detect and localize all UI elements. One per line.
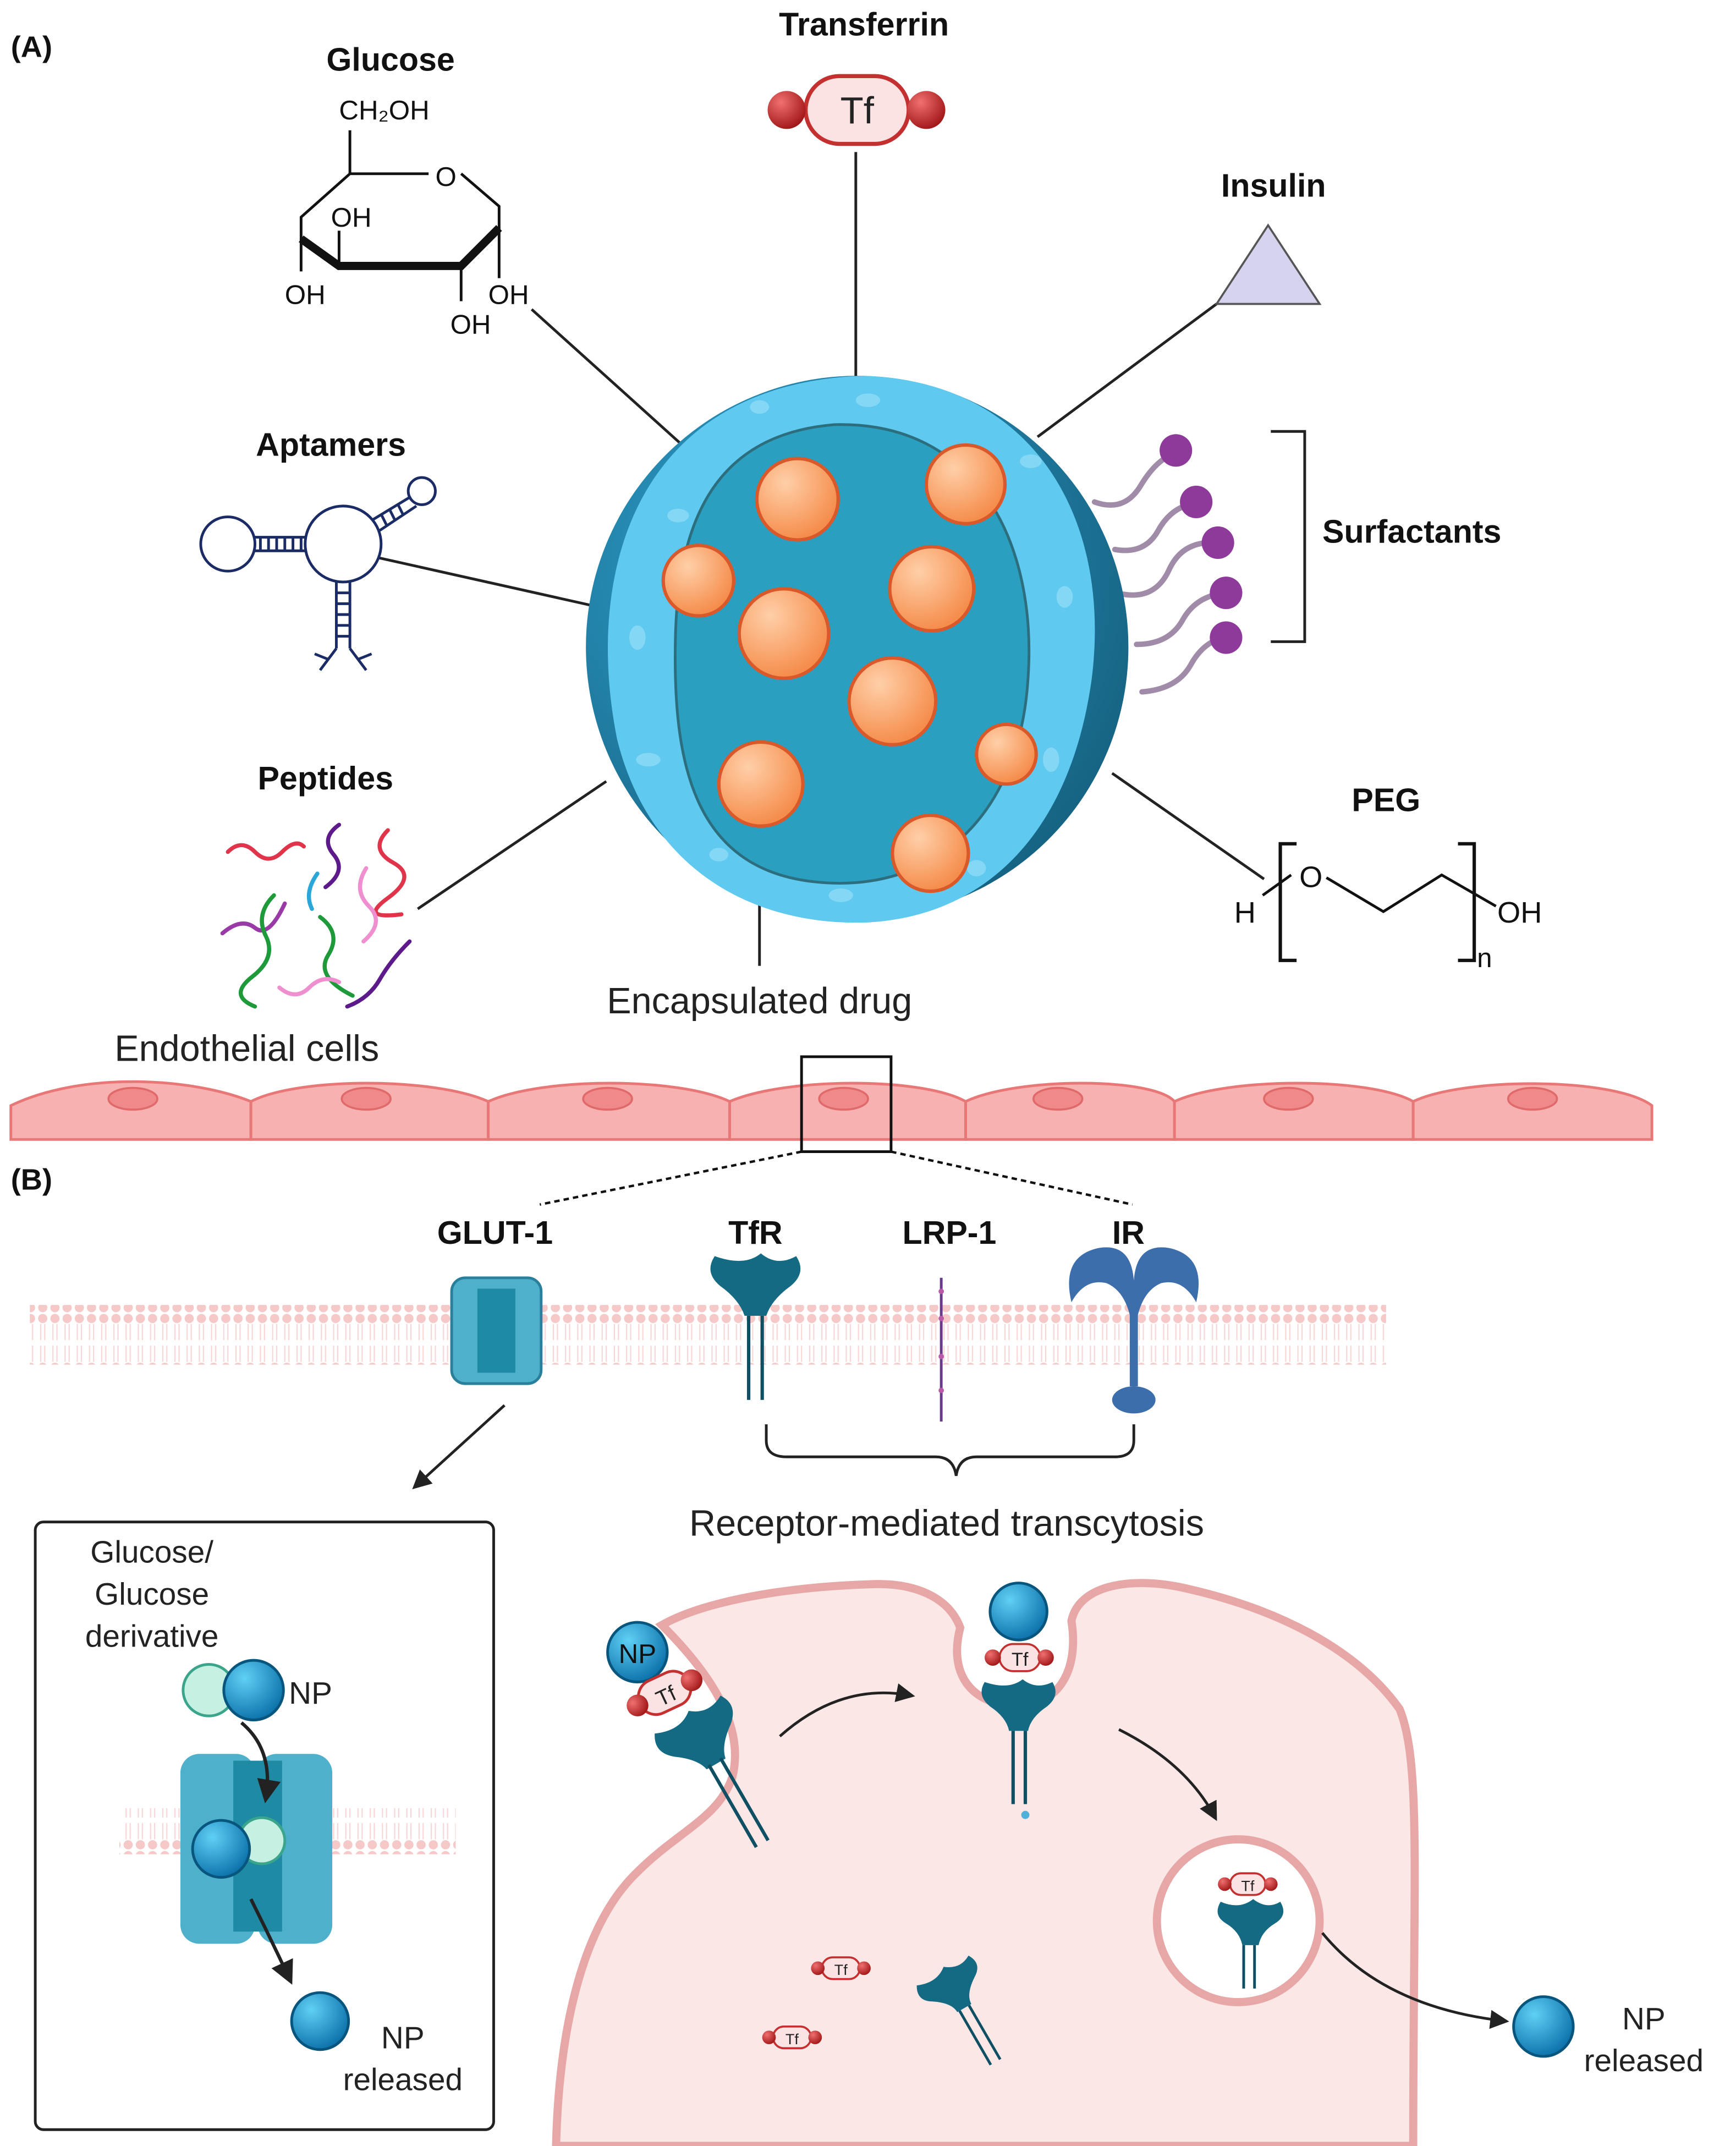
glucose-title: Glucose	[326, 41, 454, 78]
peg-oh: OH	[1497, 896, 1542, 929]
surfactants-title: Surfactants	[1322, 513, 1501, 550]
insulin-triangle	[1215, 223, 1322, 305]
zoom-lines	[539, 1150, 1133, 1206]
tfr-receptor	[710, 1253, 801, 1400]
tf-label-3: Tf	[1241, 1877, 1255, 1894]
peg-ligand: PEG H O OH n	[1234, 782, 1542, 974]
zoom-box	[800, 1055, 893, 1153]
glucose-box-released: released	[343, 2063, 463, 2098]
cell-body	[552, 1579, 1419, 2146]
transferrin-ligand: Transferrin Tf	[767, 6, 949, 146]
panel-a-label: (A)	[11, 31, 52, 64]
tf-label-2: Tf	[1012, 1649, 1029, 1670]
glucose-transport-panel: Glucose/ Glucose derivative NP NP releas…	[34, 1521, 495, 2131]
np-tf-complex: NP Tf	[606, 1621, 770, 1848]
vesicle-complex: Tf	[1217, 1872, 1284, 1989]
peg-title: PEG	[1352, 782, 1420, 819]
glucose-ring	[299, 130, 501, 267]
peg-brackets	[1278, 842, 1476, 962]
insulin-ligand: Insulin	[1215, 167, 1326, 305]
glucose-box-released-np: NP	[381, 2021, 425, 2055]
lrp1-receptor	[938, 1277, 944, 1422]
ir-label: IR	[1112, 1214, 1145, 1251]
encapsulated-drug-label: Encapsulated drug	[607, 981, 912, 1022]
tf-label-5: Tf	[785, 2030, 799, 2048]
aptamer-ligand: Aptamers	[199, 426, 437, 671]
insulin-title: Insulin	[1221, 167, 1326, 204]
glucose-ch2oh: CH₂OH	[339, 95, 429, 125]
free-tf-2	[762, 2025, 822, 2050]
glucose-ring-bold	[299, 225, 502, 270]
rmt-brace	[765, 1424, 1135, 1477]
peptides-title: Peptides	[257, 760, 393, 797]
peg-n: n	[1477, 943, 1492, 973]
released-np	[1512, 1995, 1575, 2058]
lrp1-label: LRP-1	[902, 1214, 996, 1251]
arrow-step-1	[779, 1683, 915, 1738]
transferrin-title: Transferrin	[779, 6, 949, 42]
peg-h: H	[1234, 896, 1256, 929]
surfactants-bracket	[1271, 430, 1306, 643]
glucose-box-line1: Glucose/	[90, 1535, 213, 1570]
transcytosis-cell	[552, 1579, 1419, 2146]
endothelial-layer	[9, 1055, 1653, 1206]
glucose-oh-4: OH	[488, 279, 529, 310]
glucose-oh-3: OH	[451, 310, 491, 340]
cell-membrane	[30, 1305, 1386, 1365]
endothelial-cells-label: Endothelial cells	[114, 1028, 379, 1069]
glut1-label: GLUT-1	[437, 1214, 553, 1251]
free-tfr	[916, 1955, 1002, 2066]
aptamers-title: Aptamers	[256, 426, 406, 463]
released-label: released	[1584, 2044, 1704, 2078]
tfr-label: TfR	[728, 1214, 783, 1251]
glucose-ligand: Glucose CH₂OH O OH OH OH OH	[285, 41, 529, 339]
transferrin-tf-label: Tf	[840, 90, 875, 132]
drug-particles	[661, 443, 1038, 893]
glucose-oh-2: OH	[285, 279, 326, 310]
tf-label-4: Tf	[834, 1961, 848, 1978]
receptor-labels: GLUT-1 TfR LRP-1 IR	[437, 1214, 1145, 1251]
np-badge-label: NP	[619, 1639, 656, 1669]
nanoparticle	[586, 376, 1129, 923]
glucose-box-line2: Glucose	[95, 1577, 209, 1612]
released-np-label: NP	[1622, 2002, 1666, 2037]
free-tf-1	[811, 1956, 871, 1980]
invagination-complex: Tf	[981, 1582, 1056, 1819]
arrow-step-3	[1321, 1932, 1509, 2029]
glucose-box-line3: derivative	[85, 1619, 219, 1654]
ir-receptor	[1069, 1247, 1199, 1414]
arrow-step-2	[1118, 1728, 1217, 1821]
glucose-oh-1: OH	[331, 202, 372, 233]
peptides-ligand: Peptides	[220, 760, 412, 1009]
rmt-label: Receptor-mediated transcytosis	[689, 1503, 1204, 1544]
surfactants-ligand: Surfactants	[1091, 430, 1501, 695]
peg-o: O	[1299, 861, 1322, 894]
glut-arrow	[412, 1404, 506, 1490]
glut1-transporter	[450, 1276, 543, 1385]
panel-b-label: (B)	[11, 1163, 52, 1197]
glucose-ring-oxygen: O	[435, 162, 456, 192]
glucose-box-np: NP	[289, 1676, 332, 1711]
